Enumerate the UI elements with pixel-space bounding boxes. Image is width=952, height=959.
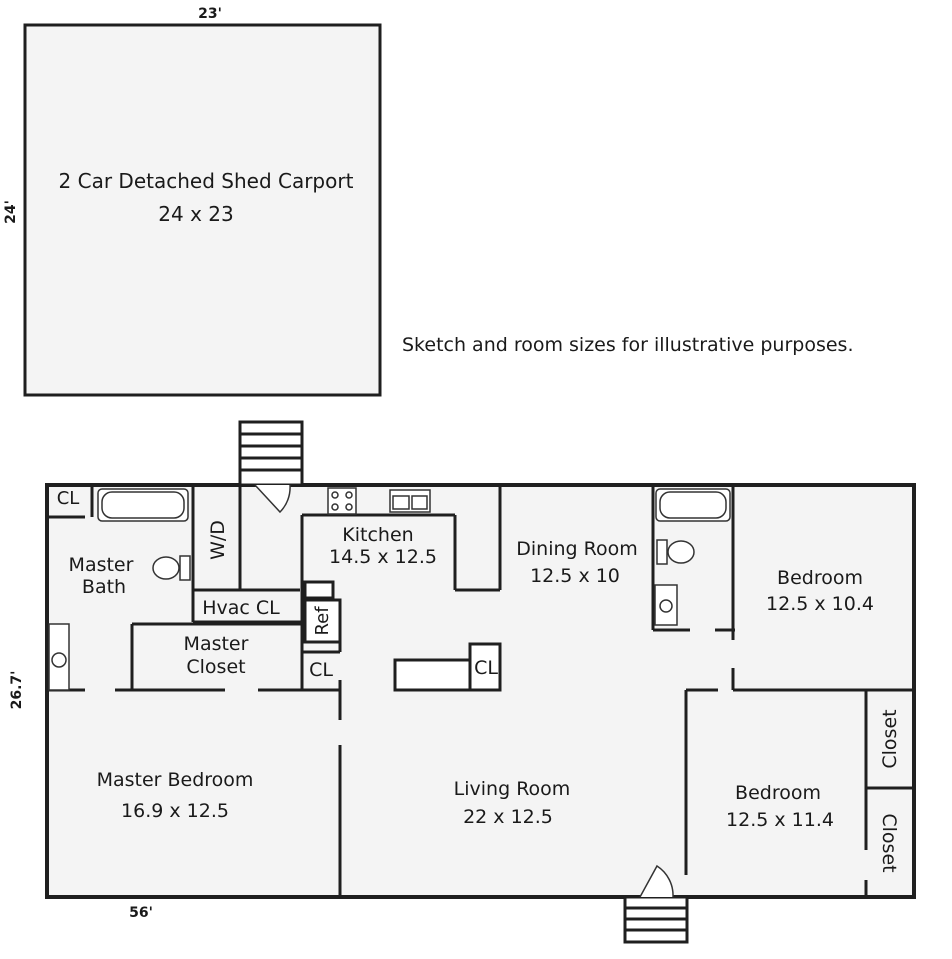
kitchen-size: 14.5 x 12.5 xyxy=(329,546,437,568)
range xyxy=(327,487,357,515)
dining-label: Dining Room xyxy=(516,538,637,560)
illustrative-note: Sketch and room sizes for illustrative p… xyxy=(402,334,853,356)
bedroom-se-size: 12.5 x 11.4 xyxy=(726,809,834,831)
master-bedroom-label: Master Bedroom xyxy=(97,769,254,791)
carport-name: 2 Car Detached Shed Carport xyxy=(59,169,354,193)
master-bedroom-size: 16.9 x 12.5 xyxy=(121,800,229,822)
refrigerator xyxy=(303,598,342,644)
house-height-dim: 26.7' xyxy=(9,671,25,710)
master-toilet xyxy=(179,555,191,581)
house-width-dim: 56' xyxy=(129,905,153,921)
bedroom-ne-size: 12.5 x 10.4 xyxy=(766,593,874,615)
living-room-label: Living Room xyxy=(454,778,571,800)
rear-stairs xyxy=(238,420,304,487)
master-bath-label-2: Bath xyxy=(82,576,126,598)
kitchen-label: Kitchen xyxy=(342,524,413,546)
front-door-swing xyxy=(639,864,674,898)
carport-width-dim: 23' xyxy=(198,6,222,22)
closet-2-label: Closet xyxy=(878,813,900,872)
center-closet-label: CL xyxy=(474,657,498,679)
hvac-closet-label: Hvac CL xyxy=(202,597,280,619)
carport-height-dim: 24' xyxy=(3,200,19,224)
carport-size: 24 x 23 xyxy=(158,202,233,226)
closet-1-label: Closet xyxy=(879,709,901,768)
hall-toilet xyxy=(656,539,668,565)
front-stairs xyxy=(623,895,689,944)
hall-closet-label: CL xyxy=(309,659,333,681)
master-closet-label-2: Closet xyxy=(186,656,245,678)
bath-closet-label: CL xyxy=(57,488,80,509)
house xyxy=(45,420,916,944)
living-room-size: 22 x 12.5 xyxy=(463,806,553,828)
refrigerator-label: Ref xyxy=(312,606,333,636)
rear-door-swing xyxy=(254,484,291,514)
bedroom-se-label: Bedroom xyxy=(735,782,821,804)
bedroom-ne-label: Bedroom xyxy=(777,567,863,589)
dining-size: 12.5 x 10 xyxy=(530,565,620,587)
master-closet-label-1: Master xyxy=(184,633,249,655)
washer-dryer-label: W/D xyxy=(207,520,229,560)
center-closet xyxy=(468,642,502,692)
carport: 2 Car Detached Shed Carport 24 x 23 xyxy=(23,23,382,397)
master-bath-label-1: Master xyxy=(69,554,134,576)
carport-outline xyxy=(23,23,382,397)
